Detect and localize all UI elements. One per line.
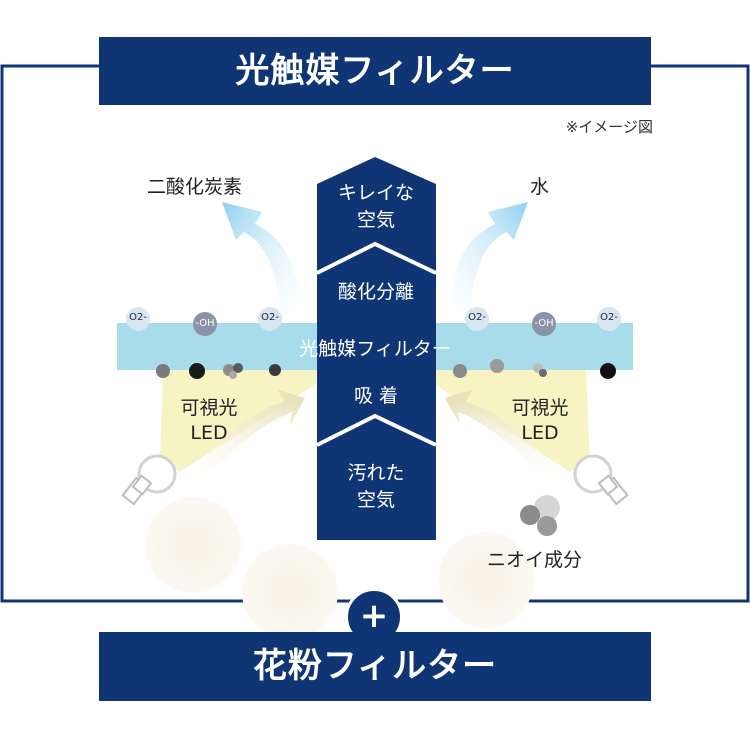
led-left-line1: 可視光: [180, 397, 238, 419]
molecule-label: O2-: [129, 312, 147, 323]
led-label-left: 可視光 LED: [164, 396, 254, 446]
photocatalyst-filter-banner: 光触媒フィルター: [99, 37, 651, 105]
clean-air-line1: キレイな: [337, 182, 414, 204]
background-particles: [145, 497, 534, 640]
clean-air-line2: 空気: [356, 209, 395, 231]
molecule-label: O2-: [261, 312, 279, 323]
led-lamp-right: [573, 454, 629, 506]
led-left-line2: LED: [190, 422, 228, 444]
dirty-air-label: 汚れた 空気: [317, 460, 435, 514]
dirt-particles: [156, 359, 616, 379]
arrow-led-left: [188, 390, 305, 485]
clean-air-label: キレイな 空気: [317, 180, 435, 234]
arrow-up-left: [222, 202, 300, 318]
water-label: 水: [530, 176, 550, 198]
molecule-label: O2-: [468, 312, 486, 323]
molecule-label: -OH: [195, 318, 215, 329]
adsorption-label: 吸 着: [353, 385, 399, 407]
molecule-bubbles: [126, 307, 621, 336]
arrow-up-right: [450, 202, 528, 318]
odor-particles: [520, 495, 560, 536]
arrow-led-right: [445, 390, 562, 485]
odor-label: ニオイ成分: [487, 549, 583, 571]
co2-label: 二酸化炭素: [147, 176, 243, 198]
adsorb-chevron: [317, 345, 436, 388]
led-label-right: 可視光 LED: [495, 396, 585, 446]
molecule-label: -OH: [534, 318, 554, 329]
dirty-air-line2: 空気: [356, 489, 395, 511]
pollen-filter-banner: 花粉フィルター: [99, 632, 651, 701]
molecule-label: O2-: [600, 312, 618, 323]
oxidation-label: 酸化分離: [337, 281, 414, 303]
image-note: ※イメージ図: [565, 118, 653, 136]
dirty-air-line1: 汚れた: [347, 462, 405, 484]
led-right-line2: LED: [521, 422, 559, 444]
led-right-line1: 可視光: [511, 397, 569, 419]
filter-bar-label: 光触媒フィルター: [299, 338, 451, 360]
led-lamp-left: [121, 454, 177, 506]
